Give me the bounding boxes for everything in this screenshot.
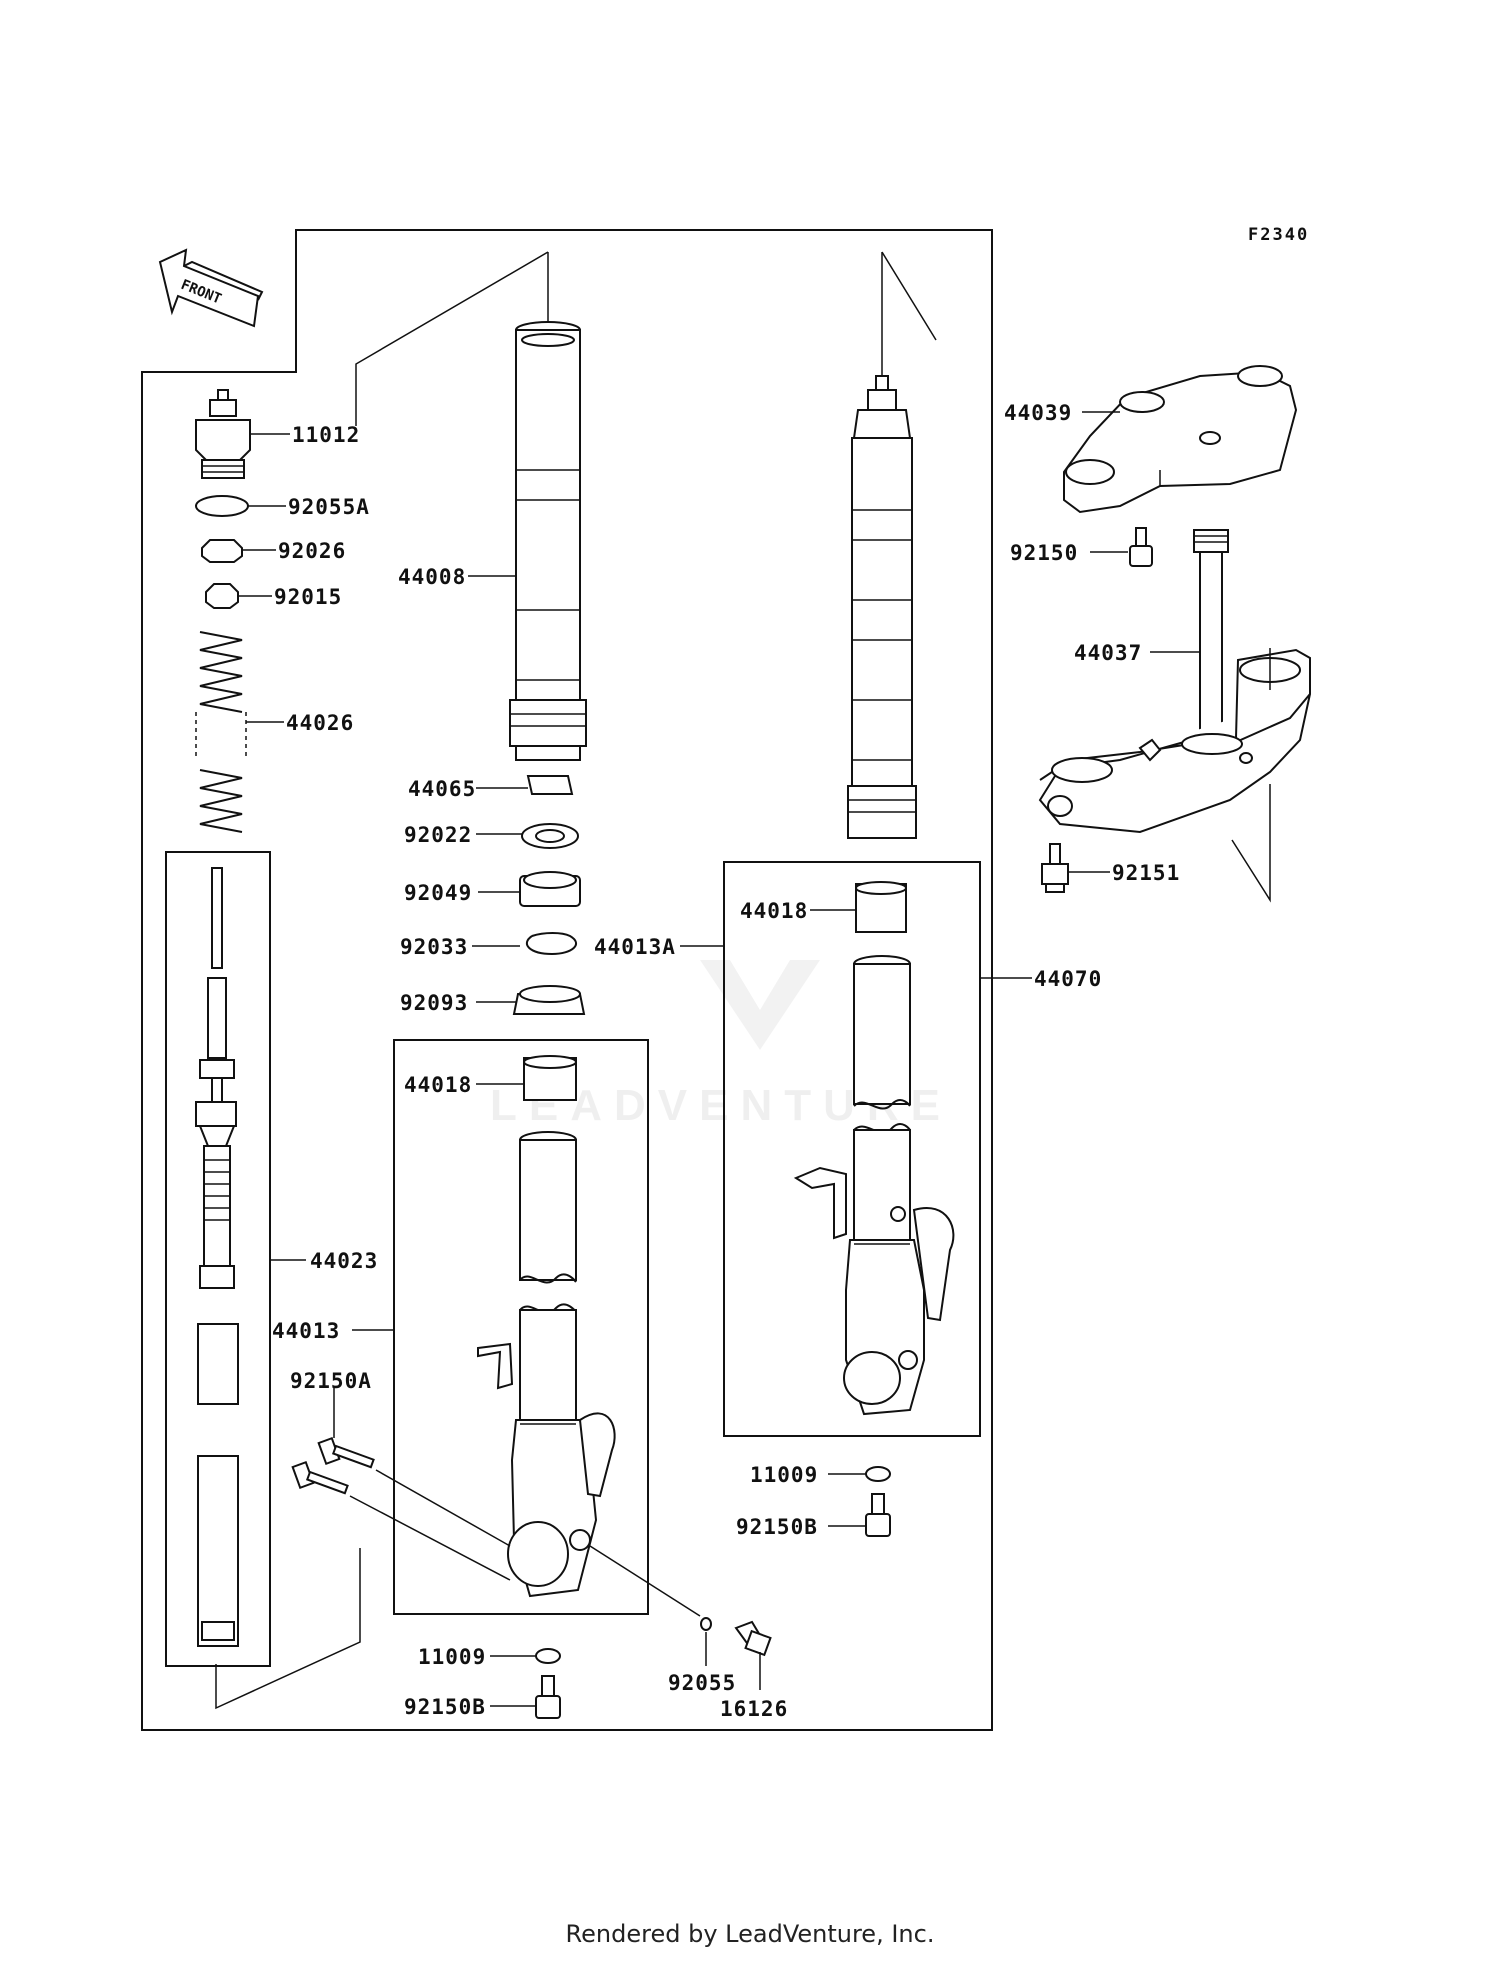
label-92022: 92022	[404, 823, 472, 847]
label-44013A: 44013A	[594, 935, 676, 959]
label-44065: 44065	[408, 777, 476, 801]
outer-tube-frame	[393, 1039, 649, 1615]
label-92093: 92093	[400, 991, 468, 1015]
washer-11009-left	[535, 1648, 561, 1664]
o-ring-92055A	[195, 495, 249, 517]
label-44070: 44070	[1034, 967, 1102, 991]
label-44013: 44013	[272, 1319, 340, 1343]
label-92055: 92055	[668, 1671, 736, 1695]
label-92150A: 92150A	[290, 1369, 372, 1393]
upper-bracket-44039	[1063, 365, 1298, 514]
label-92150: 92150	[1010, 541, 1078, 565]
oil-seal-92049	[519, 871, 581, 907]
label-92150B-left: 92150B	[404, 1695, 486, 1719]
washer-11009-right	[865, 1466, 891, 1482]
watermark-logo	[700, 960, 820, 1050]
bushing-44065	[526, 775, 574, 795]
damper-rod-44023	[195, 867, 239, 1647]
outer-tube-44013	[477, 1131, 616, 1598]
label-92150B-right: 92150B	[736, 1515, 818, 1539]
label-92026: 92026	[278, 539, 346, 563]
label-92033: 92033	[400, 935, 468, 959]
steering-stem-44037	[1038, 529, 1311, 834]
label-92049: 92049	[404, 881, 472, 905]
label-44037: 44037	[1074, 641, 1142, 665]
fork-cap-bolt-11012	[195, 389, 251, 479]
inner-tube-44008	[509, 321, 587, 761]
label-92015: 92015	[274, 585, 342, 609]
plug-16126	[734, 1620, 772, 1657]
outer-tube-assembly-frame	[723, 861, 981, 1437]
spacer-92026	[201, 539, 243, 563]
bolt-92150A	[291, 1436, 375, 1495]
label-44018-right: 44018	[740, 899, 808, 923]
bolt-92150B-left	[535, 1675, 561, 1719]
fork-spring-44026	[195, 631, 247, 833]
diagram-code: F2340	[1248, 225, 1309, 245]
label-44026: 44026	[286, 711, 354, 735]
label-44008: 44008	[398, 565, 466, 589]
assembly-frame	[141, 229, 993, 1731]
bolt-92150B-right	[865, 1493, 891, 1537]
bolt-92151	[1041, 843, 1069, 893]
nut-92015	[205, 583, 239, 609]
damper-bracket	[165, 851, 271, 1667]
o-ring-92055	[700, 1617, 712, 1631]
inner-tube-assembly-right	[847, 375, 917, 839]
label-11012: 11012	[292, 423, 360, 447]
outer-tube-44013A	[793, 955, 955, 1416]
label-44018-left: 44018	[404, 1073, 472, 1097]
front-arrow-icon: FRONT	[158, 248, 264, 328]
footer-credit: Rendered by LeadVenture, Inc.	[565, 1920, 935, 1948]
dust-seal-92093	[512, 985, 586, 1015]
label-92151: 92151	[1112, 861, 1180, 885]
bolt-92150	[1129, 527, 1153, 567]
label-92055A: 92055A	[288, 495, 370, 519]
label-16126: 16126	[720, 1697, 788, 1721]
circlip-92033	[525, 932, 577, 956]
label-44039: 44039	[1004, 401, 1072, 425]
label-11009-left: 11009	[418, 1645, 486, 1669]
label-11009-right: 11009	[750, 1463, 818, 1487]
label-44023: 44023	[310, 1249, 378, 1273]
